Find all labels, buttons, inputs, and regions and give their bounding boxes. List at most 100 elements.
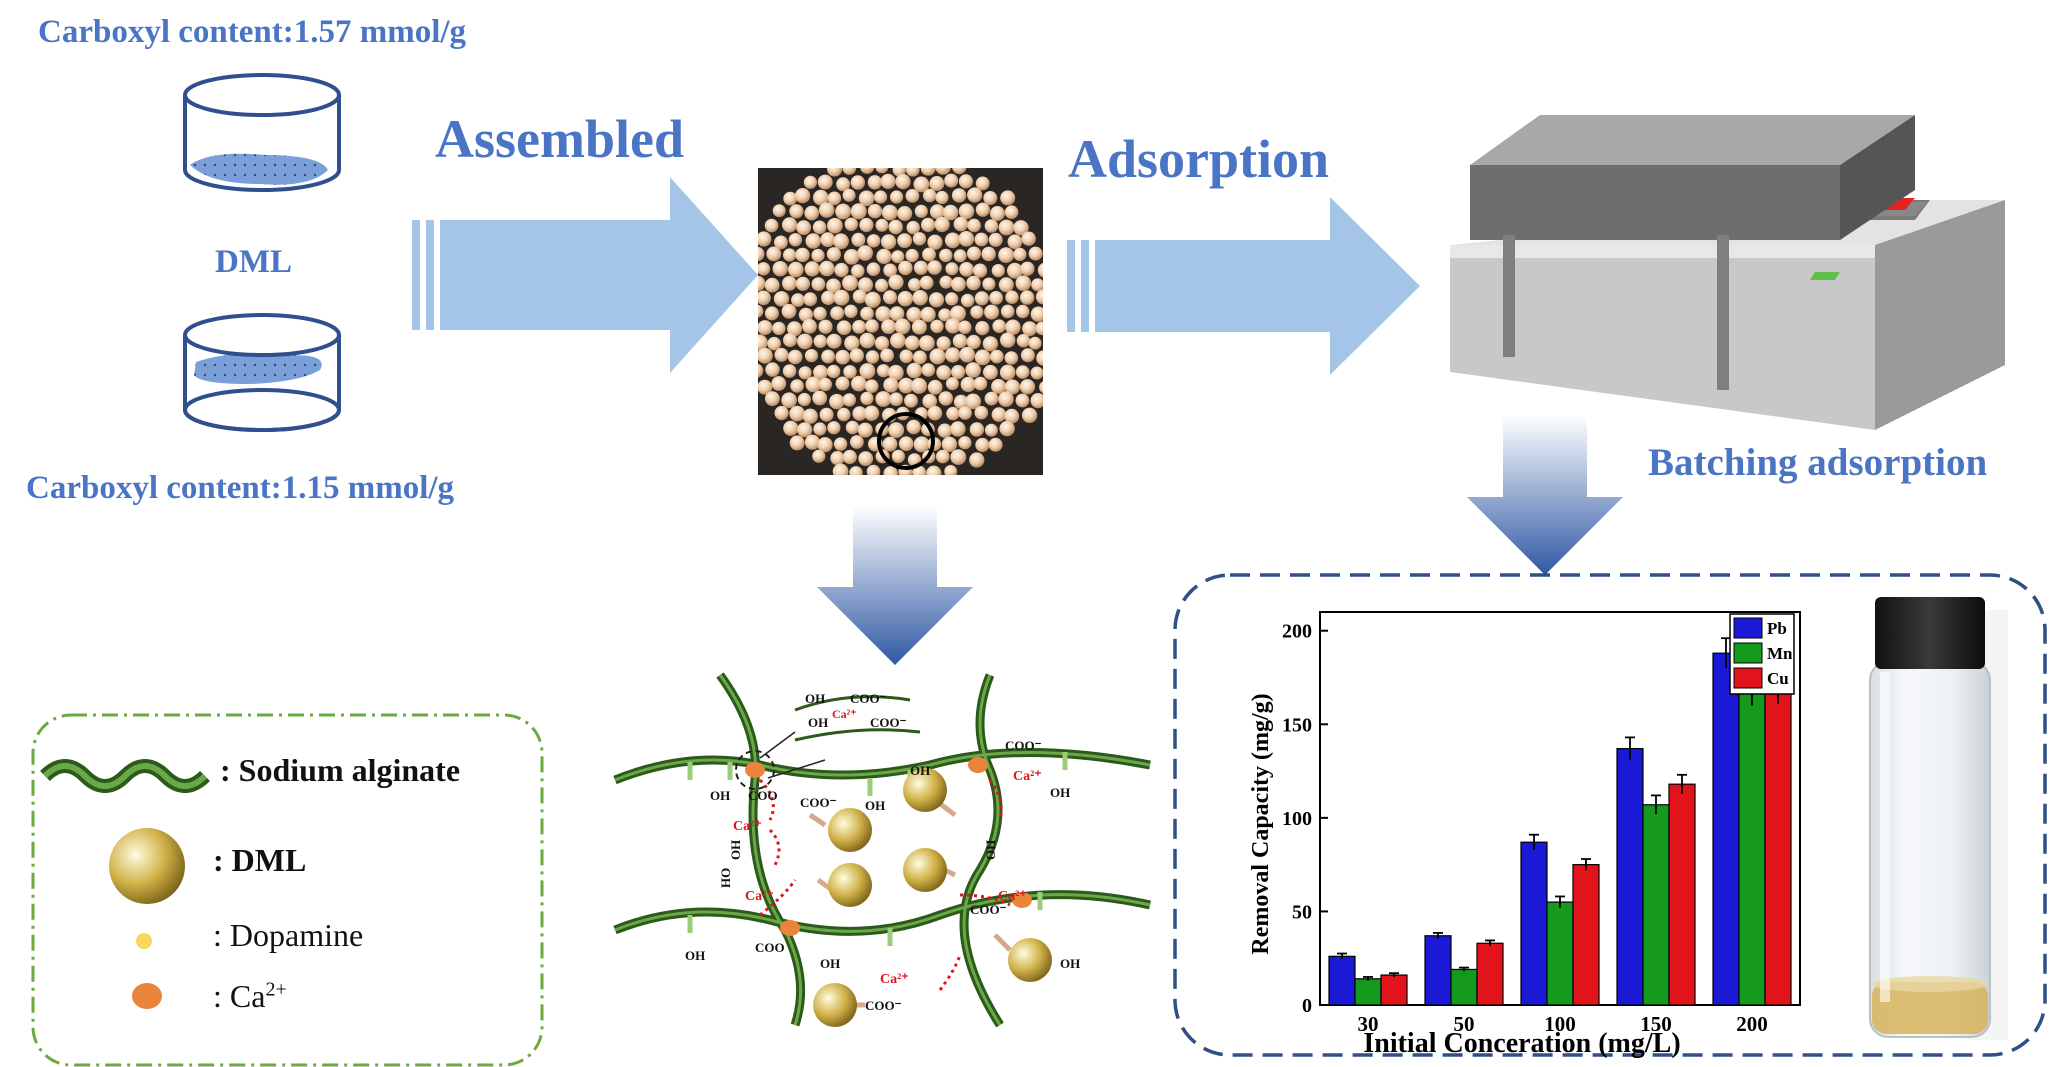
x-tick-label: 100 [1544, 1012, 1576, 1036]
vial-photo [1869, 597, 2008, 1040]
svg-text:OH: OH [805, 691, 825, 706]
vial-beads [1872, 982, 1988, 1034]
svg-text:OH: OH [1050, 785, 1070, 800]
legend-ca-superscript: 2+ [265, 978, 287, 1001]
svg-text:OH: OH [910, 763, 930, 778]
svg-text:COO: COO [748, 788, 778, 803]
legend-swatch-cu [1733, 667, 1763, 689]
dml-label: DML [215, 244, 292, 280]
svg-text:Ca²⁺: Ca²⁺ [733, 819, 762, 834]
bar-mn [1354, 978, 1382, 1006]
petri-dish-bottom [183, 313, 341, 432]
adsorption-label: Adsorption [1068, 129, 1330, 189]
bar-cu [1476, 942, 1504, 1006]
y-tick-label: 50 [1292, 901, 1312, 923]
legend-swatch-mn [1733, 642, 1763, 664]
svg-text:COO⁻: COO⁻ [870, 715, 907, 730]
x-tick-label: 150 [1640, 1012, 1672, 1036]
svg-text:HO: HO [718, 868, 733, 888]
svg-text:OH: OH [983, 840, 998, 860]
adsorption-arrow [1067, 197, 1420, 375]
petri-dishes-illustration [183, 73, 341, 432]
bar-mn [1546, 901, 1574, 1006]
svg-text:COO⁻: COO⁻ [1005, 738, 1042, 753]
dml-spheres [813, 768, 1052, 1027]
chart-x-axis-label: Initial Conceration (mg/L) [1363, 1028, 1680, 1059]
shaker-side [1875, 200, 2005, 430]
dopamine-icon [136, 933, 152, 949]
shaker-machine [1450, 115, 2005, 430]
alginate-network-diagram: OH COO⁻ OH COO⁻ OH COO COO⁻ OH OH COO⁻ O… [613, 672, 1151, 1028]
carboxyl-content-top-label: Carboxyl content:1.57 mmol/g [38, 14, 467, 50]
legend-ca: : Ca2+ [213, 978, 287, 1015]
vial-cap [1875, 597, 1985, 669]
bar-pb [1520, 841, 1548, 1006]
shaker-front [1450, 245, 1875, 430]
legend-dml: : DML [213, 842, 307, 878]
petri-dish-top [183, 73, 341, 192]
bar-mn [1642, 804, 1670, 1006]
svg-text:COO⁻: COO⁻ [850, 691, 887, 706]
batching-adsorption-label: Batching adsorption [1648, 441, 1988, 484]
svg-text:OH: OH [728, 840, 743, 860]
legend-dopamine: : Dopamine [213, 917, 364, 953]
down-arrow-chart [1467, 415, 1623, 575]
bar-pb [1616, 748, 1644, 1006]
assembled-arrow [412, 177, 758, 373]
x-tick-label: 200 [1736, 1012, 1768, 1036]
y-tick-label: 100 [1282, 808, 1312, 830]
legend-label-mn: Mn [1767, 644, 1793, 663]
svg-text:OH: OH [685, 948, 705, 963]
svg-text:Ca²⁺: Ca²⁺ [998, 889, 1027, 904]
y-tick-label: 150 [1282, 714, 1312, 736]
svg-text:COO⁻: COO⁻ [970, 902, 1007, 917]
chart-y-axis-label: Removal Capacity (mg/g) [1248, 693, 1274, 954]
x-tick-label: 50 [1454, 1012, 1475, 1036]
svg-text:OH: OH [808, 715, 828, 730]
legend-ca-text: : Ca [213, 978, 266, 1014]
calcium-nodes [745, 757, 1032, 936]
beads-photo [758, 168, 1043, 475]
calcium-ion-icon [132, 983, 162, 1009]
calcium-labels: Ca²⁺ Ca²⁺ Ca²⁺ Ca²⁺ Ca²⁺ Ca²⁺ [733, 707, 1042, 987]
carboxyl-content-bottom-label: Carboxyl content:1.15 mmol/g [26, 470, 455, 506]
legend-box-border [31, 713, 544, 1067]
svg-text:Ca²⁺: Ca²⁺ [832, 707, 857, 721]
svg-text:COO⁻: COO⁻ [865, 998, 902, 1013]
bar-cu [1380, 974, 1408, 1006]
y-tick-label: 0 [1302, 995, 1312, 1017]
bar-cu [1572, 864, 1600, 1006]
x-tick-label: 30 [1358, 1012, 1379, 1036]
svg-text:Ca²⁺: Ca²⁺ [880, 972, 909, 987]
legend-label-pb: Pb [1767, 619, 1787, 638]
svg-text:OH: OH [1060, 956, 1080, 971]
shaker-lid-front [1470, 165, 1840, 240]
down-arrow-structure [817, 505, 973, 665]
bar-pb [1712, 652, 1740, 1006]
bar-cu [1764, 689, 1792, 1006]
bar-cu [1668, 783, 1696, 1006]
y-tick-label: 200 [1282, 621, 1312, 643]
chemical-labels: OH COO⁻ OH COO⁻ OH COO COO⁻ OH OH COO⁻ O… [685, 691, 1080, 1013]
legend-symbols [40, 759, 210, 1009]
bar-mn [1738, 691, 1766, 1006]
dml-sphere-icon [109, 828, 185, 904]
svg-text:Ca²⁺: Ca²⁺ [1013, 769, 1042, 784]
svg-text:OH: OH [710, 788, 730, 803]
legend-label-cu: Cu [1767, 669, 1789, 688]
bar-pb [1424, 935, 1452, 1006]
legend-swatch-pb [1733, 617, 1763, 639]
shaker-lid-top [1470, 115, 1915, 165]
highlight-circle [877, 412, 935, 470]
assembled-label: Assembled [435, 109, 685, 169]
svg-text:OH: OH [820, 956, 840, 971]
bar-mn [1450, 968, 1478, 1006]
svg-text:Ca²⁺: Ca²⁺ [745, 889, 774, 904]
svg-text:COO⁻: COO⁻ [800, 795, 837, 810]
bar-pb [1328, 955, 1356, 1006]
svg-text:OH: OH [865, 798, 885, 813]
chart-box-border [1173, 573, 2047, 1057]
legend-sodium-alginate: : Sodium alginate [220, 752, 461, 788]
svg-text:COO: COO [755, 940, 785, 955]
